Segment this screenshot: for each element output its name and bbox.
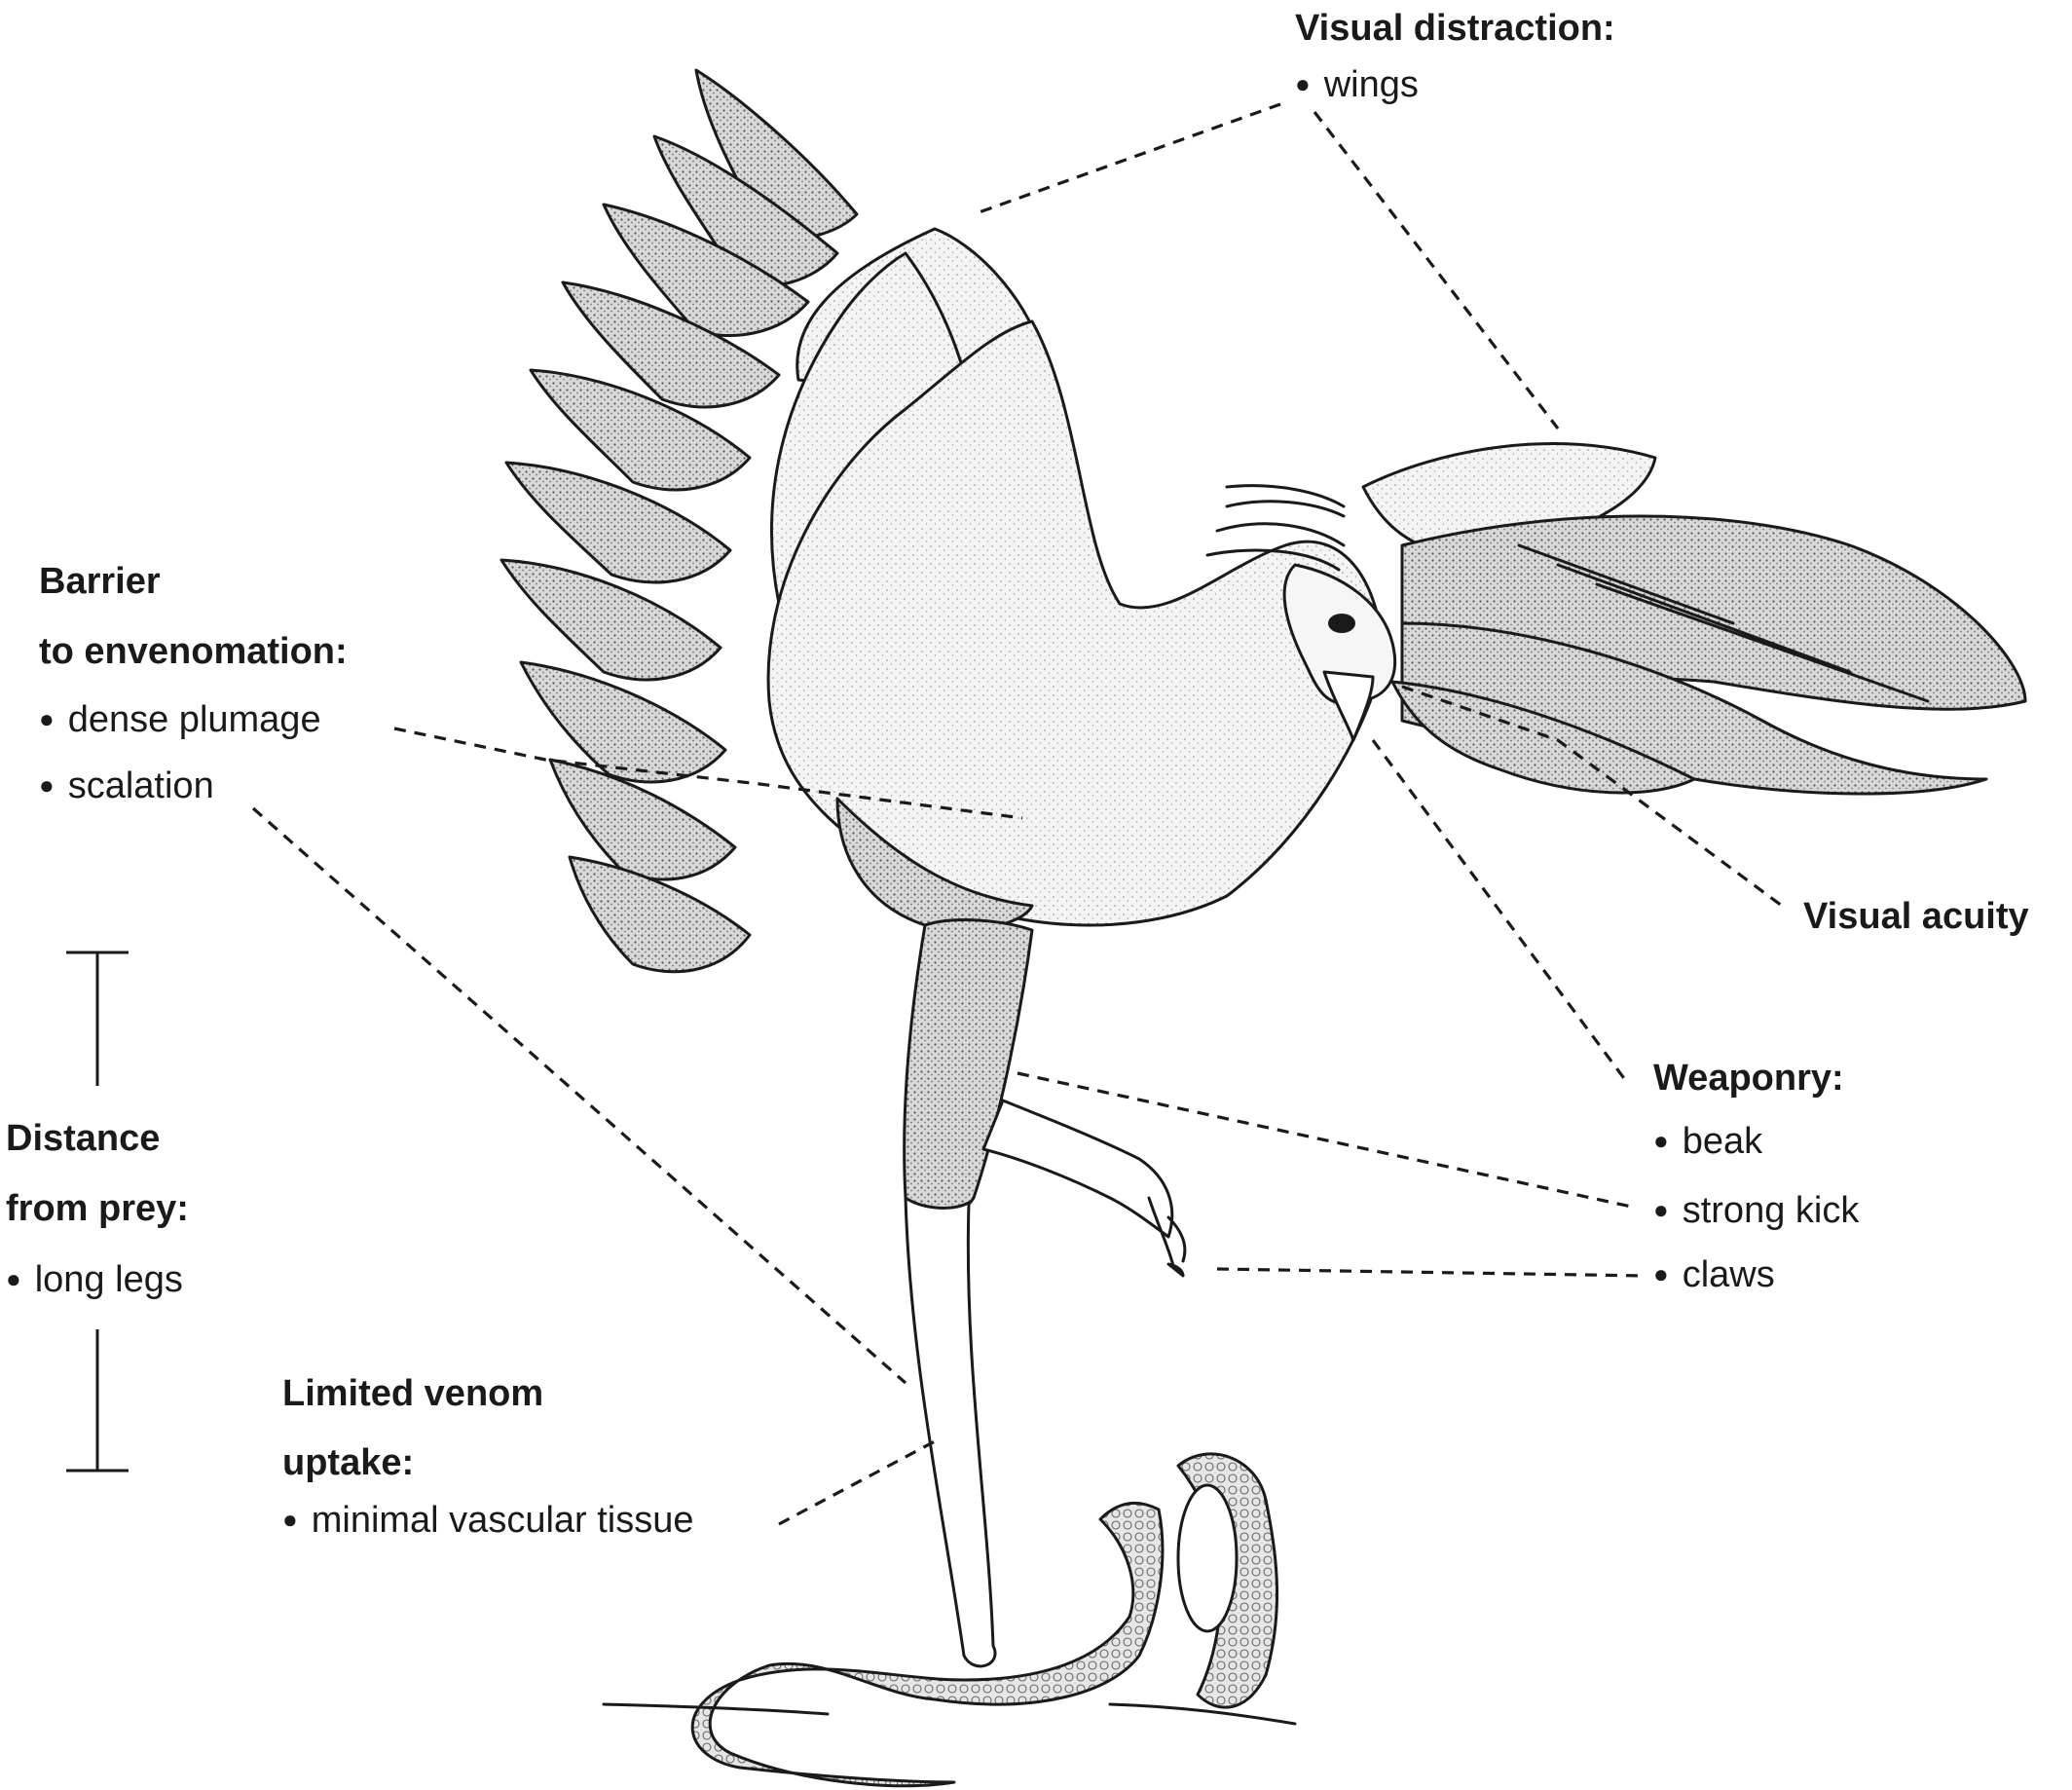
leader-vascular (778, 1439, 936, 1526)
snake (602, 1452, 1297, 1788)
barrier-heading-line1: Barrier (39, 561, 161, 602)
leader-beak (1371, 739, 1628, 1082)
leader-visual-acuity (1401, 685, 1783, 908)
venom-uptake-heading-line2: uptake: (282, 1442, 415, 1483)
visual-distraction-item-wings: wings (1295, 66, 1419, 103)
barrier-item-dense-plumage: dense plumage (39, 701, 321, 738)
weaponry-heading: Weaponry: (1653, 1058, 1844, 1099)
leader-scalation (251, 806, 907, 1385)
leader-lines (251, 102, 1783, 1526)
bird-body (766, 319, 1385, 931)
barrier-heading-line2: to envenomation: (39, 631, 348, 672)
weaponry-item-claws: claws (1653, 1256, 1775, 1293)
distance-heading-line2: from prey: (6, 1188, 189, 1229)
leader-wings-right (1313, 111, 1560, 429)
venom-uptake-heading-line1: Limited venom (282, 1373, 544, 1414)
leader-claws (1216, 1267, 1646, 1278)
distance-bracket (66, 951, 129, 1473)
venom-uptake-item-vascular: minimal vascular tissue (282, 1502, 694, 1539)
leader-wings-left (973, 102, 1281, 216)
left-wing (500, 68, 1044, 974)
bird-head (1205, 484, 1397, 742)
right-wing (1361, 442, 2027, 796)
leader-strong-kick (1017, 1071, 1637, 1210)
bird-legs (903, 918, 1187, 1668)
visual-acuity-heading: Visual acuity (1803, 896, 2029, 937)
weaponry-item-beak: beak (1653, 1123, 1762, 1160)
barrier-item-scalation: scalation (39, 767, 214, 804)
leader-plumage (393, 727, 1023, 820)
distance-heading-line1: Distance (6, 1118, 161, 1159)
distance-item-long-legs: long legs (6, 1261, 183, 1298)
weaponry-item-strong-kick: strong kick (1653, 1192, 1860, 1229)
visual-distraction-heading: Visual distraction: (1295, 8, 1615, 49)
